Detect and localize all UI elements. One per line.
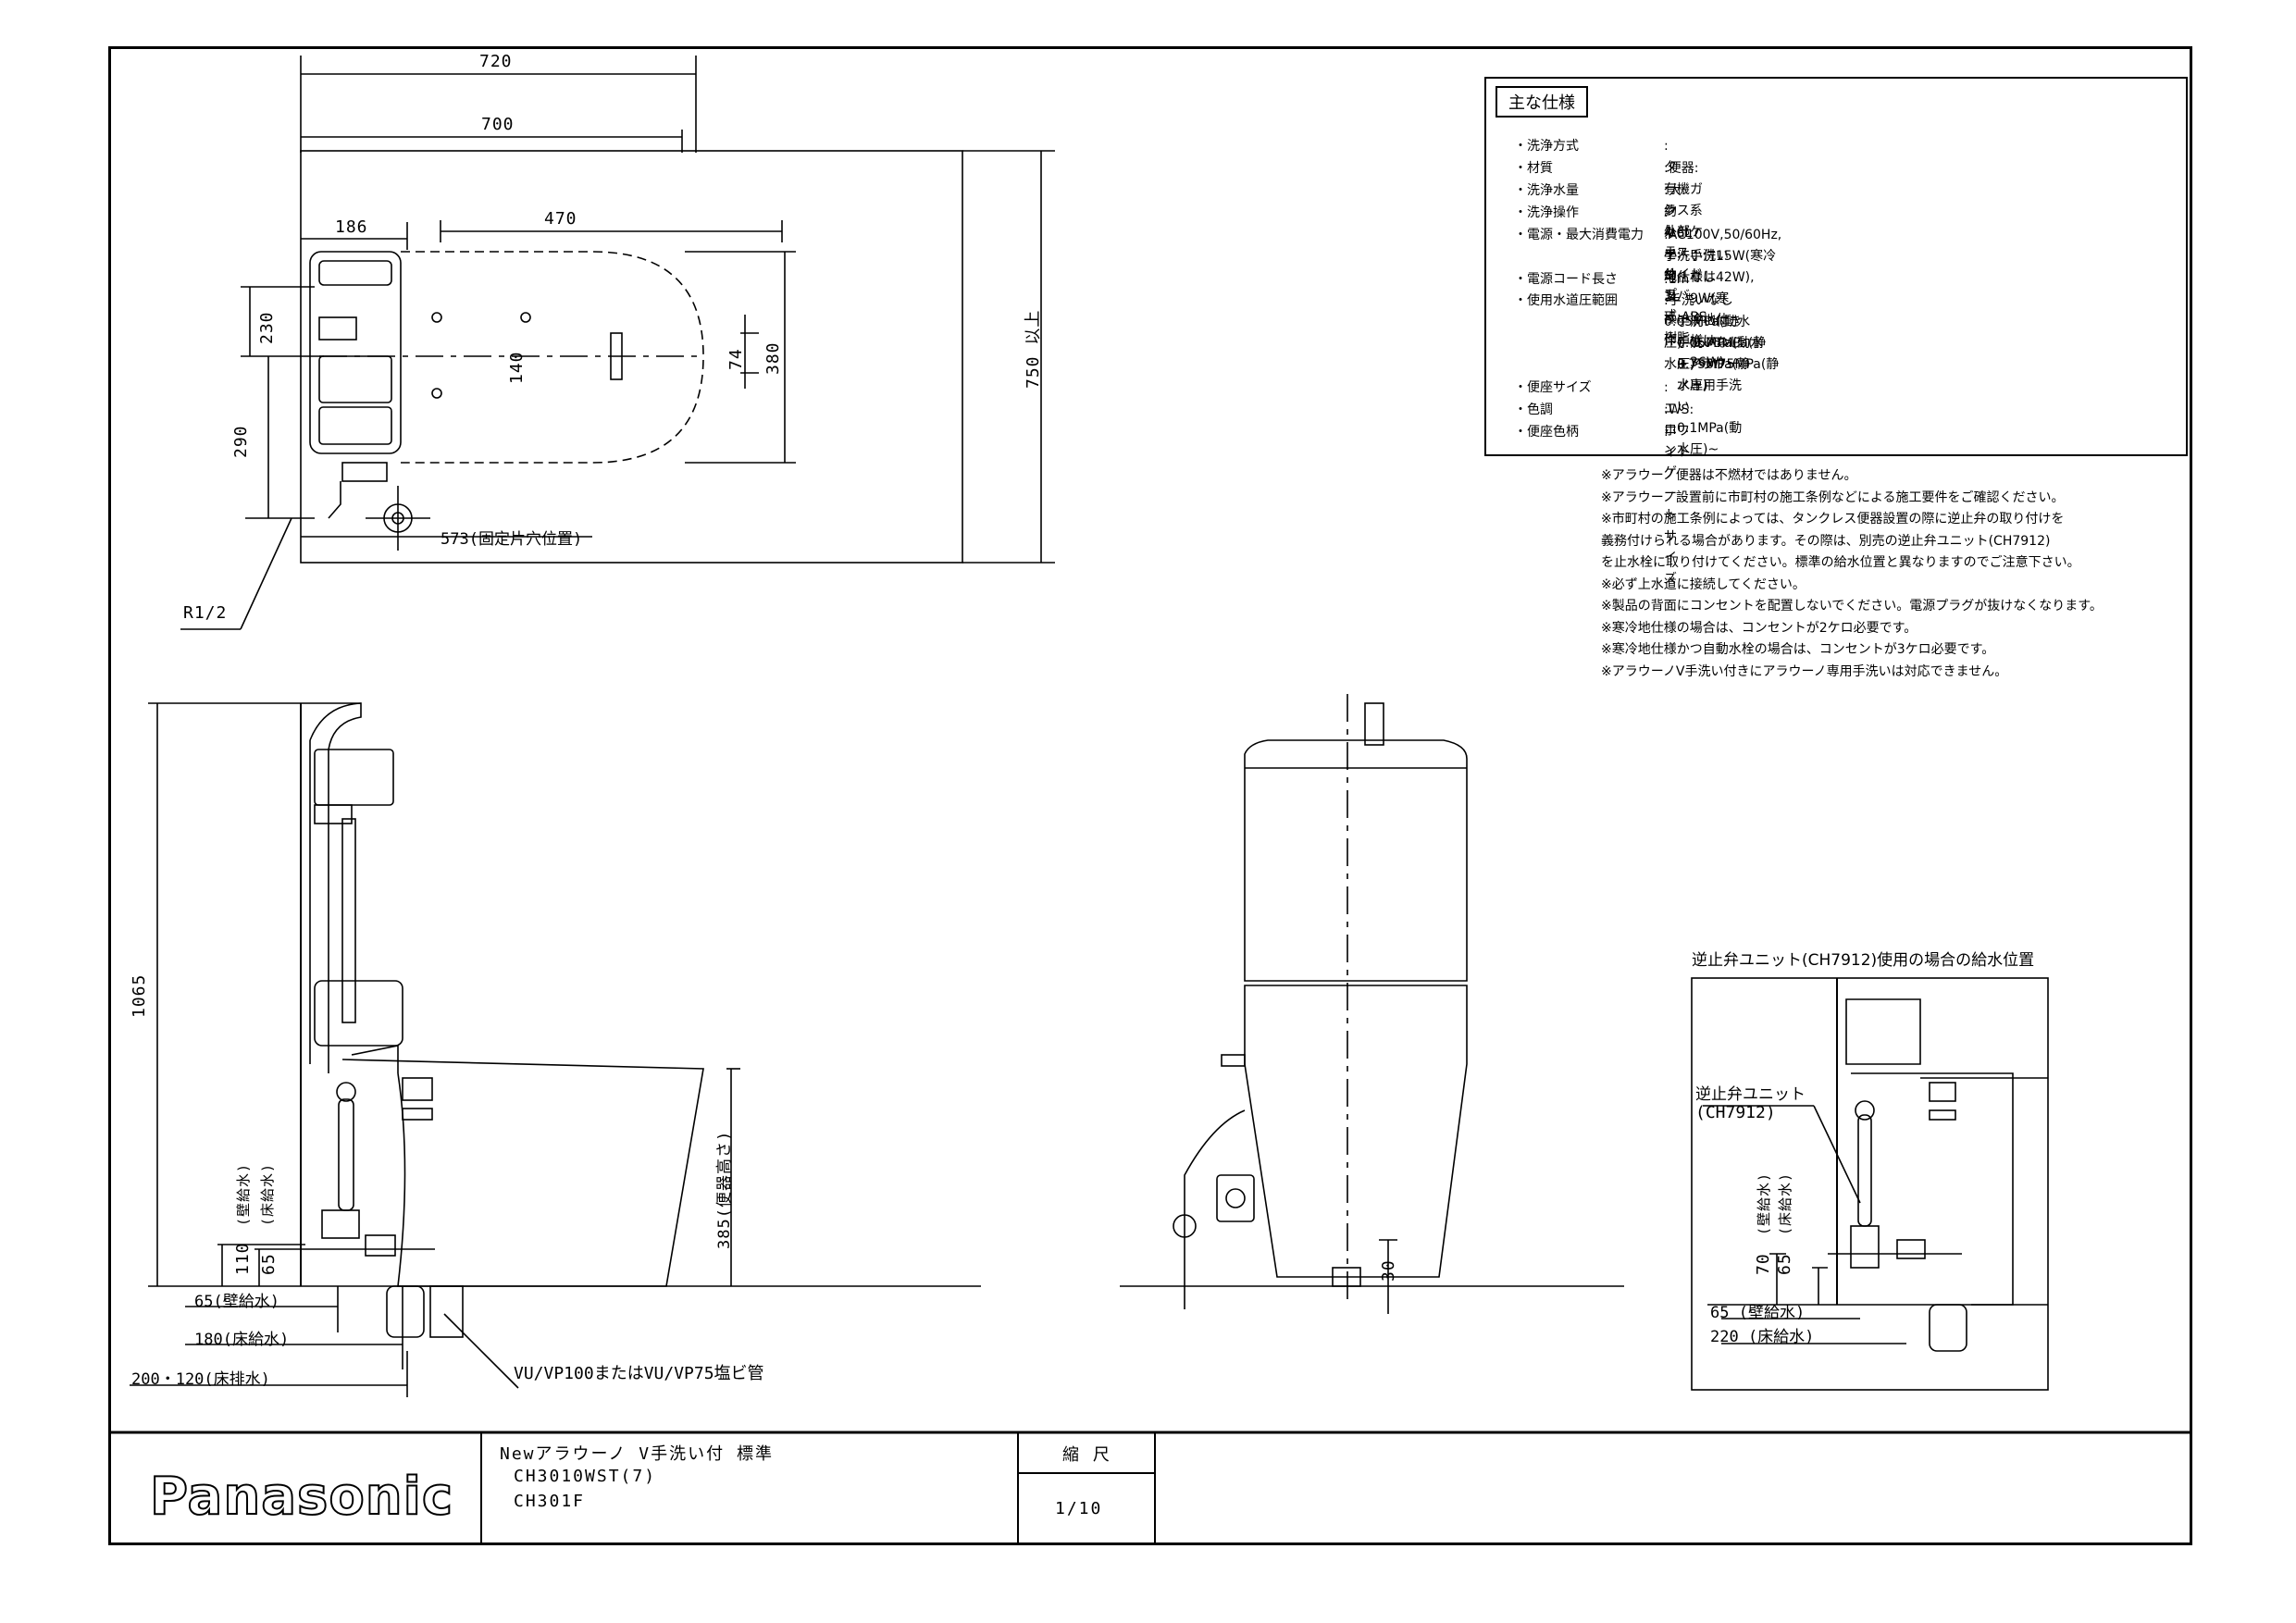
dim-74: 74: [726, 348, 746, 370]
note-line: ※アラウーノ便器は不燃材ではありません。: [1601, 468, 1857, 483]
dim-200-drain: 200・120(床排水): [131, 1370, 270, 1389]
note-line: 義務付けられる場合があります。その際は、別売の逆止弁ユニット(CH7912): [1601, 533, 2051, 549]
notes: ※アラウーノ便器は不燃材ではありません。 ※アラウーノ設置前に市町村の施工条例な…: [1601, 465, 2103, 683]
valve-detail-title: 逆止弁ユニット(CH7912)使用の場合の給水位置: [1692, 951, 2035, 970]
note-line: ※寒冷地仕様かつ自動水栓の場合は、コンセントが3ケロ必要です。: [1601, 642, 1995, 657]
dim-720: 720: [479, 52, 513, 71]
valve-detail: [1691, 977, 2049, 1391]
title-block: [108, 1431, 2192, 1545]
dim-290: 290: [231, 425, 251, 458]
floor-supply-label-valve: (床給水): [1777, 1171, 1793, 1235]
dim-380: 380: [763, 341, 783, 375]
brand-logo: Panasonic: [149, 1466, 454, 1528]
note-line: ※必ず上水道に接続してください。: [1601, 576, 1806, 592]
dim-65-wall-valve: 65 (壁給水): [1710, 1304, 1806, 1322]
dim-470: 470: [544, 209, 577, 229]
spec-box: 主な仕様 ・洗浄方式:ターントラップ式 ・材質:便器:有機ガラス系 外部ケース・…: [1484, 77, 2188, 587]
valve-unit-label: 逆止弁ユニット: [1695, 1085, 1806, 1104]
product-name: Newアラウーノ V手洗い付 標準: [500, 1444, 774, 1464]
side-view: [130, 702, 981, 1397]
dim-65-wall: 65(壁給水): [194, 1293, 279, 1311]
note-line: ※寒冷地仕様の場合は、コンセントが2ケロ必要です。: [1601, 620, 1917, 636]
note-line: ※アラウーノV手洗い付きにアラウーノ専用手洗いは対応できません。: [1601, 663, 2008, 679]
floor-supply-label-side: (床給水): [259, 1162, 276, 1226]
wall-supply-label-side: (壁給水): [235, 1162, 252, 1226]
dim-1065: 1065: [130, 973, 149, 1018]
dim-186: 186: [335, 217, 368, 237]
dim-70-valve: 70: [1754, 1253, 1773, 1275]
scale-value: 1/10: [1055, 1499, 1103, 1518]
note-line: ※アラウーノ設置前に市町村の施工条例などによる施工要件をご確認ください。: [1601, 489, 2065, 505]
dim-65-valve: 65: [1775, 1253, 1794, 1275]
plan-view: [180, 56, 1055, 630]
dim-750: 750 以上: [1024, 309, 1043, 389]
dim-230: 230: [257, 311, 277, 344]
drawing-frame: [108, 46, 2192, 1545]
note-line: を止水栓に取り付けてください。標準の給水位置と異なりますのでご注意下さい。: [1601, 555, 2080, 570]
valve-unit-code: (CH7912): [1695, 1103, 1776, 1122]
note-line: ※市町村の施工条例によっては、タンクレス便器設置の際に逆止弁の取り付けを: [1601, 512, 2065, 527]
dim-180-floor: 180(床給水): [194, 1331, 290, 1349]
model-number-2: CH301F: [514, 1492, 586, 1511]
dim-573: 573(固定片穴位置): [441, 530, 583, 549]
dim-140: 140: [507, 351, 527, 384]
dim-700: 700: [481, 115, 515, 134]
spec-title: 主な仕様: [1496, 86, 1588, 118]
dim-385: 385(便器高さ): [715, 1130, 734, 1249]
model-number-1: CH3010WST(7): [514, 1467, 657, 1486]
dim-65-side: 65: [259, 1253, 279, 1275]
pipe-label: VU/VP100またはVU/VP75塩ビ管: [514, 1364, 764, 1383]
note-line: ※製品の背面にコンセントを配置しないでください。電源プラグが抜けなくなります。: [1601, 599, 2103, 613]
dim-110: 110: [233, 1242, 253, 1275]
dim-30: 30: [1379, 1259, 1398, 1282]
scale-label: 縮 尺: [1062, 1445, 1111, 1465]
dim-220-floor-valve: 220 (床給水): [1710, 1328, 1815, 1346]
r12-label: R1/2: [183, 603, 228, 623]
wall-supply-label-valve: (壁給水): [1756, 1171, 1772, 1235]
front-view: [1120, 694, 1624, 1314]
